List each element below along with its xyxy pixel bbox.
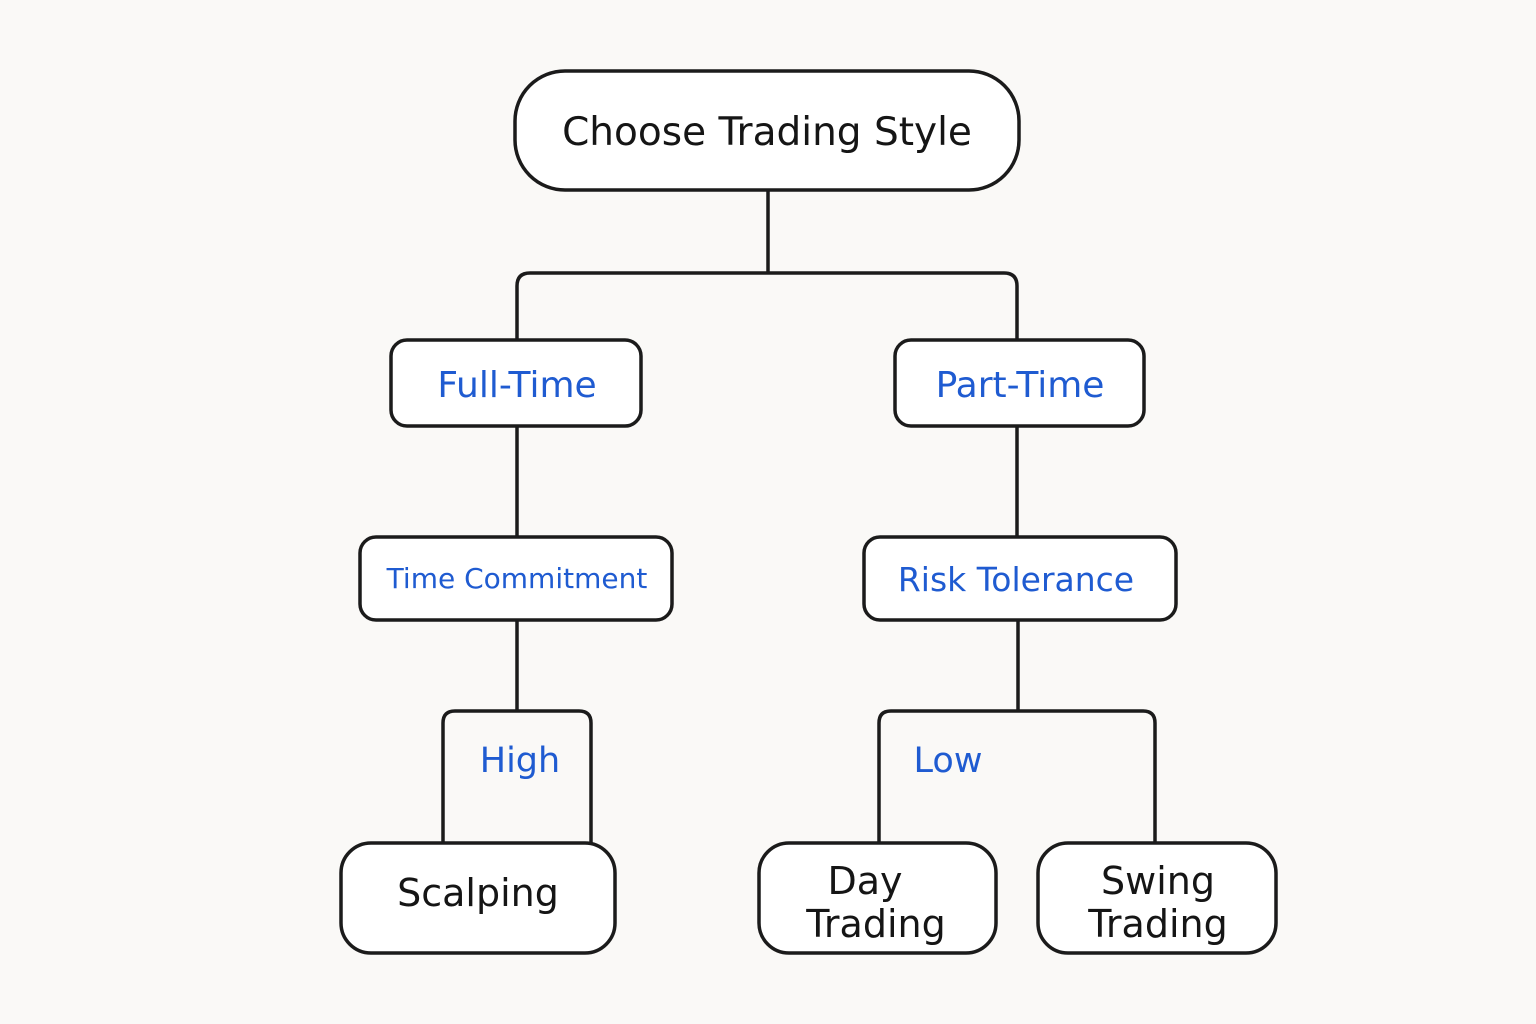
part-time-label: Part-Time [936, 365, 1105, 406]
swing-trading-label-line1: Swing [1101, 859, 1215, 903]
full-time-label: Full-Time [437, 365, 596, 406]
time-commitment-label: Time Commitment [386, 562, 648, 595]
swing-trading-label-line2: Trading [1087, 902, 1227, 946]
high-label: High [480, 741, 560, 781]
part-time-node[interactable]: Part-Time [893, 338, 1146, 428]
full-time-node[interactable]: Full-Time [389, 338, 643, 428]
day-trading-label-line2: Trading [805, 902, 945, 946]
low-branch-frame [877, 709, 1157, 843]
scalping-node[interactable]: Scalping [339, 841, 617, 955]
high-branch-frame [441, 709, 593, 843]
low-label: Low [914, 741, 983, 781]
swing-trading-node[interactable]: Swing Trading [1036, 841, 1278, 955]
time-commitment-node[interactable]: Time Commitment [358, 535, 674, 622]
day-trading-label-line1: Day [827, 859, 902, 903]
day-trading-node[interactable]: Day Trading [757, 841, 998, 955]
risk-tolerance-node[interactable]: Risk Tolerance [862, 535, 1178, 622]
root-node[interactable]: Choose Trading Style [513, 69, 1021, 192]
scalping-label: Scalping [397, 871, 559, 915]
root-node-label: Choose Trading Style [562, 110, 972, 155]
risk-tolerance-label: Risk Tolerance [898, 560, 1134, 599]
connectors [441, 188, 1157, 843]
connector-root-to-branches [515, 188, 1019, 340]
